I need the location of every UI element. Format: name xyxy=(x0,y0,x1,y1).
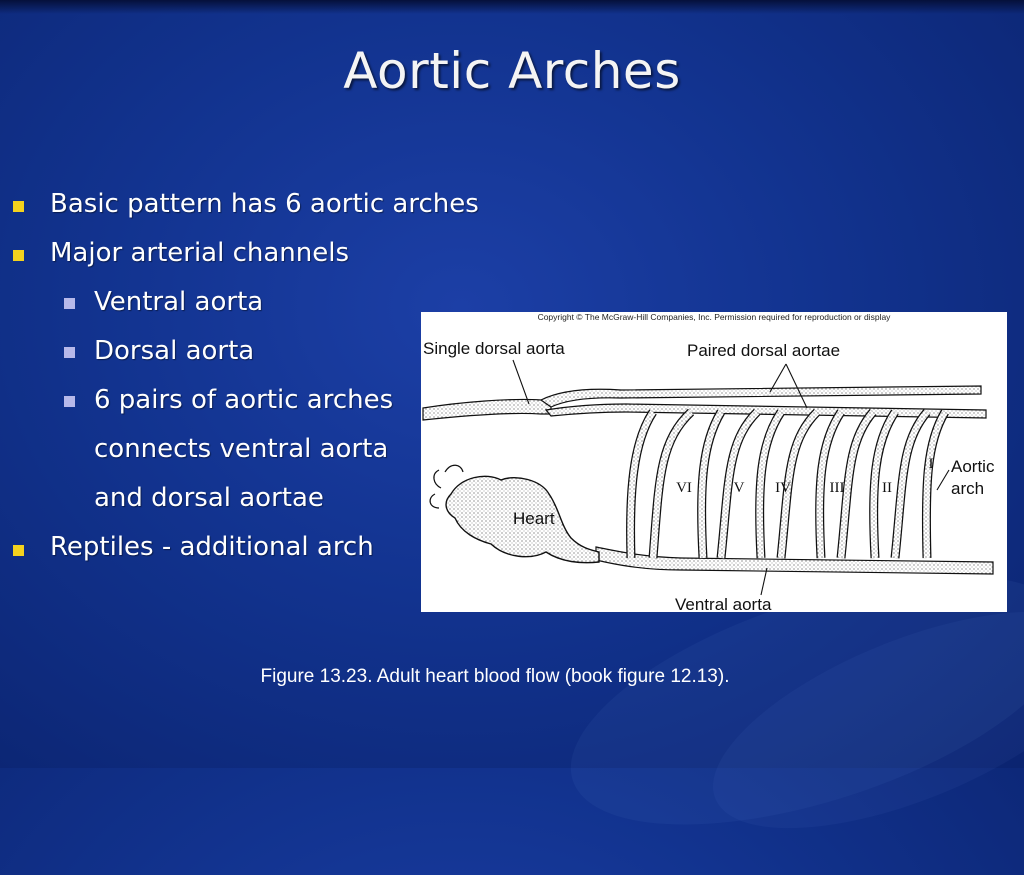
sub-bullet-dorsal-aorta: Dorsal aorta xyxy=(94,336,255,366)
sub-bullet-ventral-aorta: Ventral aorta xyxy=(94,287,264,317)
arch-numeral-i: I xyxy=(929,456,934,472)
label-heart: Heart xyxy=(513,509,555,528)
aortic-arch-group xyxy=(626,408,949,559)
label-paired-dorsal-aortae: Paired dorsal aortae xyxy=(687,341,840,360)
diagram-svg: Copyright © The McGraw-Hill Companies, I… xyxy=(422,312,995,612)
top-band xyxy=(0,0,1024,14)
sub-bullet-continuation: and dorsal aortae xyxy=(94,483,324,513)
figure-caption: Figure 13.23. Adult heart blood flow (bo… xyxy=(260,666,730,687)
sub-bullet-marker xyxy=(64,396,75,407)
sub-bullet-six-pairs: 6 pairs of aortic arches xyxy=(94,385,394,415)
label-ventral-aorta: Ventral aorta xyxy=(675,595,772,612)
bullet-major-channels: Major arterial channels xyxy=(50,238,350,268)
leader-aortic-arch xyxy=(936,469,950,491)
sub-bullet-marker xyxy=(64,298,75,309)
sub-bullet-marker xyxy=(64,347,75,358)
leader-single-dorsal xyxy=(512,359,530,405)
arch-numeral-iii: III xyxy=(830,480,845,496)
heart-veins xyxy=(429,464,464,509)
lower-dorsal-aorta-vessel xyxy=(544,403,987,419)
arch-numeral-iv: IV xyxy=(775,480,791,496)
leader-paired-dorsal xyxy=(785,363,808,409)
label-arch: arch xyxy=(951,479,984,498)
arch-numeral-vi: VI xyxy=(676,480,692,496)
arch-numeral-ii: II xyxy=(882,480,892,496)
bullet-marker xyxy=(13,201,24,212)
ventral-aorta-vessel xyxy=(595,546,994,575)
bullet-marker xyxy=(13,545,24,556)
heart-shape xyxy=(445,475,600,564)
upper-dorsal-aorta-vessel xyxy=(539,385,982,408)
leader-ventral-aorta xyxy=(760,567,768,596)
label-aortic: Aortic xyxy=(951,457,995,476)
slide-title: Aortic Arches xyxy=(343,42,681,100)
leader-paired-dorsal xyxy=(769,363,787,393)
bullet-basic-pattern: Basic pattern has 6 aortic arches xyxy=(50,189,479,219)
arch-numeral-v: V xyxy=(734,480,745,496)
bullet-marker xyxy=(13,250,24,261)
bullet-reptiles: Reptiles - additional arch xyxy=(50,532,374,562)
single-dorsal-aorta-vessel xyxy=(422,398,552,421)
sub-bullet-continuation: connects ventral aorta xyxy=(94,434,389,464)
label-single-dorsal-aorta: Single dorsal aorta xyxy=(423,339,565,358)
aortic-arch-diagram: Copyright © The McGraw-Hill Companies, I… xyxy=(421,312,1007,612)
copyright-notice: Copyright © The McGraw-Hill Companies, I… xyxy=(538,312,892,322)
